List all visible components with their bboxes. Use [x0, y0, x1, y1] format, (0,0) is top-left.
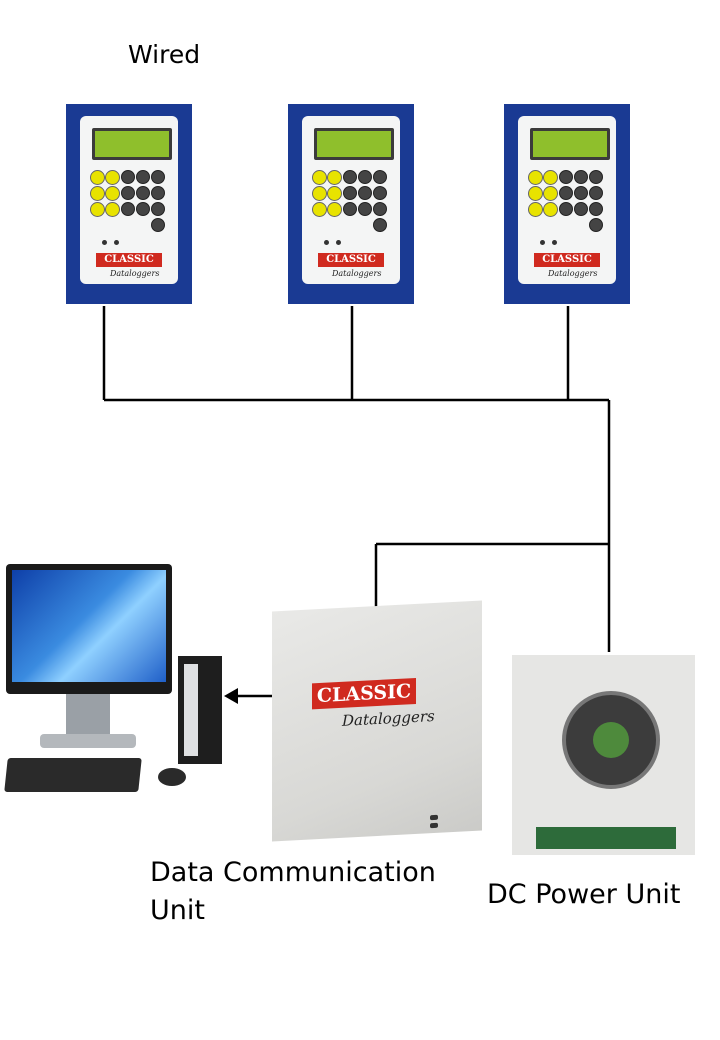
classic-logo: CLASSIC	[318, 253, 384, 267]
lcd-display	[530, 128, 610, 160]
mouse-icon	[158, 768, 186, 786]
diagram-title: Wired	[128, 40, 201, 69]
classic-logo: CLASSIC	[312, 677, 416, 710]
dataloggers-logo: Dataloggers	[110, 269, 160, 278]
lcd-display	[314, 128, 394, 160]
dataloggers-logo: Dataloggers	[332, 269, 382, 278]
arrow-to-pc-icon	[224, 688, 238, 704]
dataloggers-logo: Dataloggers	[342, 706, 435, 730]
classic-logo: CLASSIC	[534, 253, 600, 267]
psu-caption: DC Power Unit	[487, 879, 681, 910]
monitor-screen	[12, 570, 166, 682]
lcd-display	[92, 128, 172, 160]
data-communication-unit: CLASSIC Dataloggers	[272, 600, 482, 842]
terminal-2: CLASSIC Dataloggers	[288, 104, 414, 304]
keypad	[312, 170, 394, 236]
pc-tower	[178, 656, 222, 764]
monitor-base	[40, 734, 136, 748]
classic-logo: CLASSIC	[96, 253, 162, 267]
keypad	[90, 170, 172, 236]
computer-monitor	[6, 564, 172, 694]
monitor-stand	[66, 694, 110, 736]
terminal-3: CLASSIC Dataloggers	[504, 104, 630, 304]
keyboard-icon	[4, 758, 142, 792]
circuit-board	[536, 827, 676, 849]
dataloggers-logo: Dataloggers	[548, 269, 598, 278]
dc-power-unit	[512, 655, 695, 855]
dcu-caption-line1: Data Communication	[150, 857, 436, 888]
keypad	[528, 170, 610, 236]
fan-icon	[562, 691, 660, 789]
dcu-caption-line2: Unit	[150, 895, 205, 926]
terminal-1: CLASSIC Dataloggers	[66, 104, 192, 304]
